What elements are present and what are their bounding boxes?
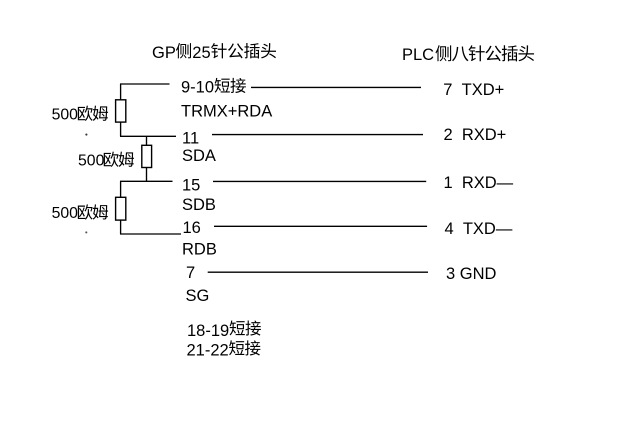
svg-text:3 GND: 3 GND — [446, 265, 497, 283]
svg-text:RDB: RDB — [182, 240, 217, 258]
svg-text:7: 7 — [186, 264, 195, 282]
svg-text:TRMX+RDA: TRMX+RDA — [181, 102, 272, 120]
svg-text:16: 16 — [183, 219, 201, 237]
svg-text:SG: SG — [186, 287, 210, 305]
svg-text:11: 11 — [182, 129, 199, 147]
svg-text:9-10: 9-10 — [181, 79, 214, 97]
svg-text:25: 25 — [192, 44, 210, 62]
svg-text:SDB: SDB — [182, 196, 216, 214]
svg-text:18-19: 18-19 — [187, 322, 229, 340]
svg-text:SDA: SDA — [182, 147, 216, 165]
svg-text:500: 500 — [78, 152, 105, 169]
svg-text:1 RXD—: 1 RXD— — [444, 174, 514, 192]
svg-text:2 RXD+: 2 RXD+ — [444, 126, 507, 144]
svg-text:500: 500 — [52, 205, 79, 222]
svg-text:500: 500 — [52, 106, 79, 123]
svg-text:7 TXD+: 7 TXD+ — [443, 81, 504, 99]
svg-text:PLC: PLC — [402, 46, 434, 64]
svg-text:4 TXD—: 4 TXD— — [445, 220, 513, 238]
svg-text:GP: GP — [152, 44, 176, 62]
svg-text:15: 15 — [182, 176, 200, 194]
svg-text:21-22: 21-22 — [187, 342, 229, 360]
